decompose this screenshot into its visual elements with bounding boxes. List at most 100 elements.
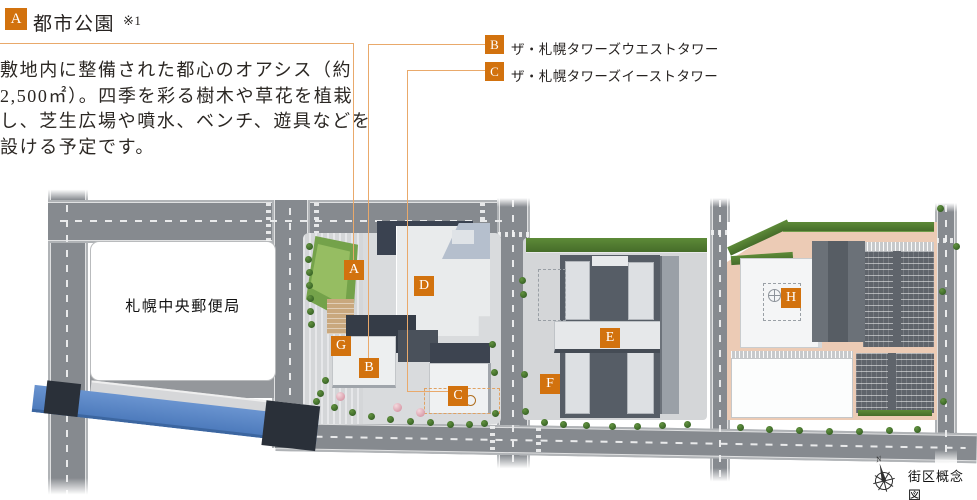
description-block: 敷地内に整備された都心のオアシス（約 2,500㎡）。四季を彩る樹木や草花を植栽… <box>0 58 380 160</box>
tree-icon <box>306 269 313 276</box>
tree-icon <box>914 426 921 433</box>
road-fade <box>44 478 92 500</box>
crosswalk-icon <box>480 203 485 241</box>
map-marker-h: H <box>781 288 801 308</box>
tree-icon <box>305 256 312 263</box>
tree-icon <box>492 410 499 417</box>
railway-crossing-shadow <box>261 400 321 452</box>
building-e-wing <box>565 352 590 414</box>
post-office-label: 札幌中央郵便局 <box>125 299 241 315</box>
legend-label-east-tower: ザ・札幌タワーズイーストタワー <box>511 69 719 84</box>
crosswalk-icon <box>711 230 729 235</box>
tree-icon <box>659 422 666 429</box>
tree-icon <box>521 371 528 378</box>
leader-line-west-tower <box>368 44 485 45</box>
building-h-annex-shade <box>828 241 848 342</box>
map-marker-d: D <box>414 276 434 296</box>
building-e-wing <box>565 261 590 320</box>
tree-icon <box>307 308 314 315</box>
tree-icon <box>634 423 641 430</box>
tree-icon <box>826 428 833 435</box>
tree-icon <box>560 421 567 428</box>
tree-icon <box>522 408 529 415</box>
post-office-block: 札幌中央郵便局 <box>90 241 276 381</box>
map-marker-a: A <box>344 260 364 280</box>
road-top-centerline <box>60 220 510 222</box>
leader-line-east-tower <box>407 70 408 392</box>
tree-icon <box>447 421 454 428</box>
map-marker-e: E <box>600 328 620 348</box>
map-marker-c: C <box>448 386 468 406</box>
tree-icon <box>684 421 691 428</box>
crosswalk-icon <box>314 203 319 241</box>
parking-aisle <box>888 353 896 413</box>
legend-label-west-tower: ザ・札幌タワーズウエストタワー <box>511 42 719 57</box>
road-bottom-centerline <box>285 435 966 450</box>
building-e-wing <box>628 262 654 320</box>
road-left-centerline <box>66 205 68 495</box>
tree-icon <box>609 423 616 430</box>
map-marker-f: F <box>540 374 560 394</box>
tree-icon <box>322 377 329 384</box>
tree-icon <box>427 419 434 426</box>
tree-icon <box>307 295 314 302</box>
tree-icon <box>306 243 313 250</box>
tree-icon <box>313 398 320 405</box>
tree-icon <box>541 419 548 426</box>
leader-line-west-tower <box>368 44 369 359</box>
building-annex-outline <box>538 269 566 321</box>
tree-icon <box>387 416 394 423</box>
tree-icon <box>331 404 338 411</box>
crosswalk-icon <box>498 232 529 237</box>
map-caption: 街区概念図 <box>908 469 965 500</box>
tree-icon <box>766 426 773 433</box>
legend-key-park: A <box>5 8 27 30</box>
legend-key-east-tower: C <box>485 62 504 81</box>
tree-icon <box>407 418 414 425</box>
tree-icon <box>856 428 863 435</box>
leader-line-park <box>353 43 354 262</box>
tree-icon <box>306 282 313 289</box>
vacant-lot <box>731 358 853 418</box>
tree-icon <box>368 413 375 420</box>
tree-icon <box>489 341 496 348</box>
building-e-wing <box>627 352 654 414</box>
building-e-roof <box>592 256 628 266</box>
road-fade <box>935 450 957 468</box>
description-line: し、芝生広場や噴水、ベンチ、遊具などを <box>0 111 372 131</box>
crosswalk-icon <box>936 238 956 243</box>
tree-icon <box>520 291 527 298</box>
road-fade <box>497 195 530 207</box>
tree-icon <box>940 398 947 405</box>
flowering-tree-icon <box>393 403 402 412</box>
tree-icon <box>937 205 944 212</box>
lot-edge-strip <box>731 351 853 358</box>
compass-icon: N <box>864 454 904 498</box>
h-block-hedge-top <box>783 222 934 232</box>
leader-line-park <box>0 43 354 44</box>
crosswalk-icon <box>266 203 271 241</box>
road-divider-centerline <box>719 200 721 478</box>
helipad-mark-icon <box>768 289 781 302</box>
road-fade <box>48 186 88 200</box>
flowering-tree-icon <box>416 408 425 417</box>
tree-icon <box>953 243 960 250</box>
leader-line-east-tower <box>407 391 449 392</box>
parking-hedge <box>858 410 932 416</box>
map-marker-b: B <box>359 358 379 378</box>
crosswalk-icon <box>490 426 495 452</box>
tree-icon <box>583 422 590 429</box>
description-line: 2,500㎡）。四季を彩る樹木や草花を植栽 <box>0 85 354 106</box>
tree-icon <box>939 288 946 295</box>
description-line: 設ける予定です。 <box>0 136 155 157</box>
flowering-tree-icon <box>336 392 345 401</box>
leader-line-east-tower <box>407 70 485 71</box>
map-marker-g: G <box>331 336 351 356</box>
description-line: 敷地内に整備された都心のオアシス（約 <box>0 60 353 80</box>
tree-icon <box>349 409 356 416</box>
road-fade <box>710 195 730 207</box>
road-central-east-centerline <box>512 200 514 462</box>
crosswalk-icon <box>536 428 541 454</box>
tree-icon <box>466 421 473 428</box>
